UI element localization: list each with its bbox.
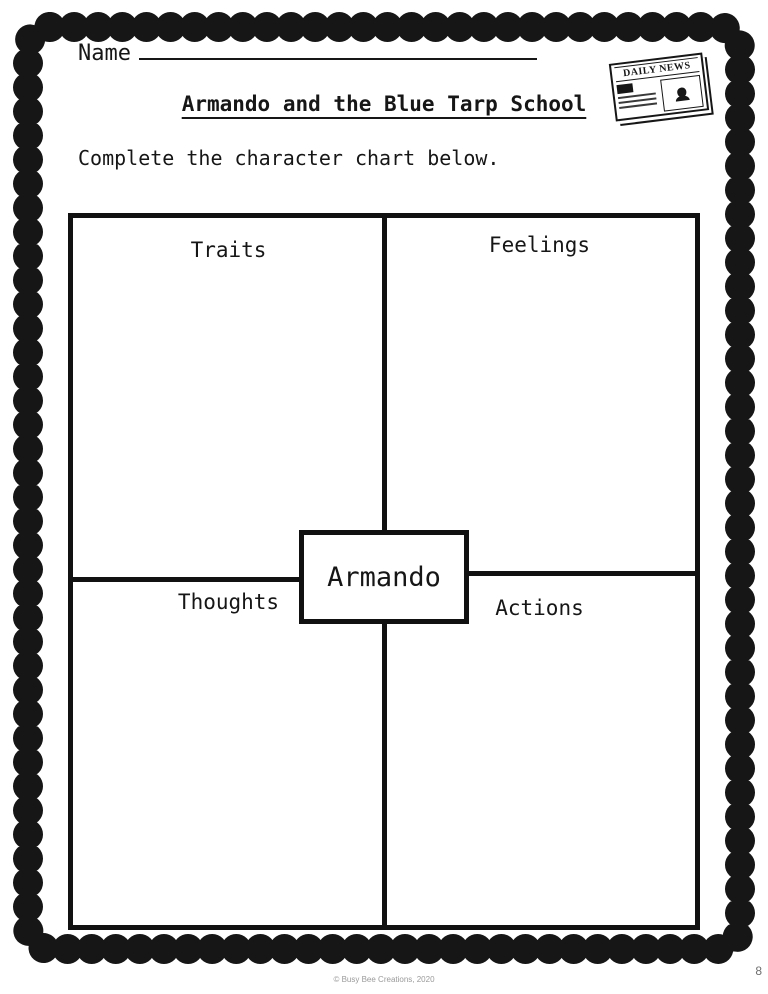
quadrant-label-traits: Traits: [190, 238, 267, 262]
name-row: Name: [78, 40, 537, 66]
name-label: Name: [78, 41, 131, 66]
worksheet-title: Armando and the Blue Tarp School: [181, 92, 587, 116]
quadrant-label-feelings: Feelings: [488, 233, 591, 257]
character-chart: Traits Feelings Thoughts Actions Armando: [68, 213, 700, 930]
page-number: 8: [755, 964, 762, 978]
name-blank-line: [138, 40, 537, 60]
character-name: Armando: [327, 561, 441, 593]
instruction-text: Complete the character chart below.: [78, 146, 500, 170]
copyright-text: © Busy Bee Creations, 2020: [333, 975, 435, 984]
character-name-box: Armando: [299, 530, 469, 624]
